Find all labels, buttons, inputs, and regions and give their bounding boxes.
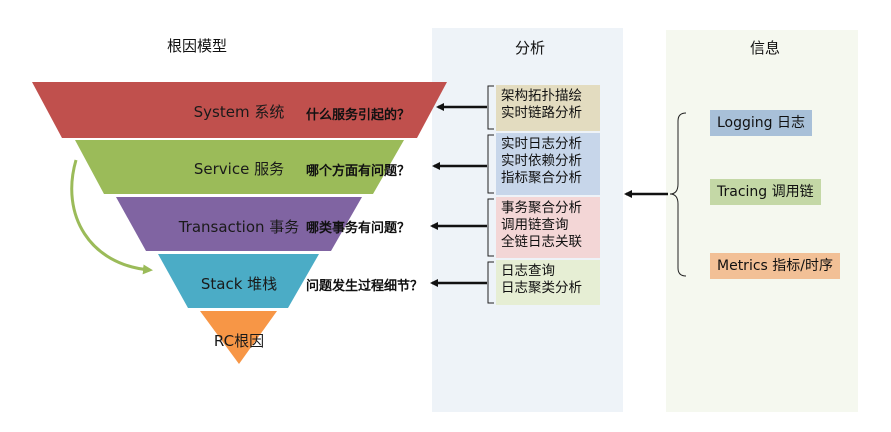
bracket-1 bbox=[487, 85, 494, 130]
question-stack: 问题发生过程细节？ bbox=[306, 279, 424, 294]
layer-label-rc: RC根因 bbox=[213, 332, 265, 350]
bracket-4 bbox=[487, 261, 494, 304]
info-brace bbox=[669, 112, 687, 277]
analysis-group-log: 日志查询 日志聚类分析 bbox=[496, 260, 600, 305]
analysis-item: 实时日志分析 bbox=[501, 136, 582, 152]
analysis-title: 分析 bbox=[515, 39, 546, 57]
bracket-3 bbox=[487, 198, 494, 257]
analysis-item: 日志聚类分析 bbox=[501, 280, 582, 296]
analysis-group-transaction: 事务聚合分析 调用链查询 全链日志关联 bbox=[496, 197, 600, 258]
layer-label-transaction: Transaction 事务 bbox=[178, 218, 300, 236]
analysis-group-realtime: 实时日志分析 实时依赖分析 指标聚合分析 bbox=[496, 133, 600, 195]
question-service: 哪个方面有问题？ bbox=[306, 164, 411, 179]
drilldown-arrow bbox=[70, 159, 153, 275]
analysis-item: 日志查询 bbox=[501, 263, 555, 279]
analysis-item: 实时链路分析 bbox=[501, 105, 582, 121]
layer-label-system: System 系统 bbox=[193, 103, 285, 121]
funnel-layer-rc bbox=[200, 311, 277, 364]
analysis-item: 调用链查询 bbox=[501, 217, 569, 233]
funnel-layer-system bbox=[32, 82, 447, 138]
question-system: 什么服务引起的？ bbox=[306, 108, 411, 123]
info-title: 信息 bbox=[750, 39, 781, 57]
question-transaction: 哪类事务有问题？ bbox=[306, 221, 411, 236]
model-title: 根因模型 bbox=[167, 37, 228, 55]
analysis-item: 架构拓扑描绘 bbox=[501, 88, 582, 104]
analysis-item: 实时依赖分析 bbox=[501, 153, 582, 169]
info-metrics: Metrics 指标/时序 bbox=[710, 253, 840, 279]
funnel-layer-stack bbox=[158, 254, 319, 308]
layer-label-stack: Stack 堆栈 bbox=[200, 275, 278, 293]
analysis-group-topology: 架构拓扑描绘 实时链路分析 bbox=[496, 85, 600, 131]
info-tracing: Tracing 调用链 bbox=[710, 179, 821, 205]
analysis-item: 全链日志关联 bbox=[501, 234, 582, 250]
funnel-layer-transaction bbox=[116, 197, 362, 251]
analysis-item: 指标聚合分析 bbox=[501, 170, 582, 186]
bracket-2 bbox=[487, 134, 494, 194]
info-logging: Logging 日志 bbox=[710, 110, 812, 136]
analysis-item: 事务聚合分析 bbox=[501, 200, 582, 216]
layer-label-service: Service 服务 bbox=[193, 160, 285, 178]
info-panel bbox=[666, 30, 858, 412]
funnel-layer-service bbox=[75, 140, 404, 194]
